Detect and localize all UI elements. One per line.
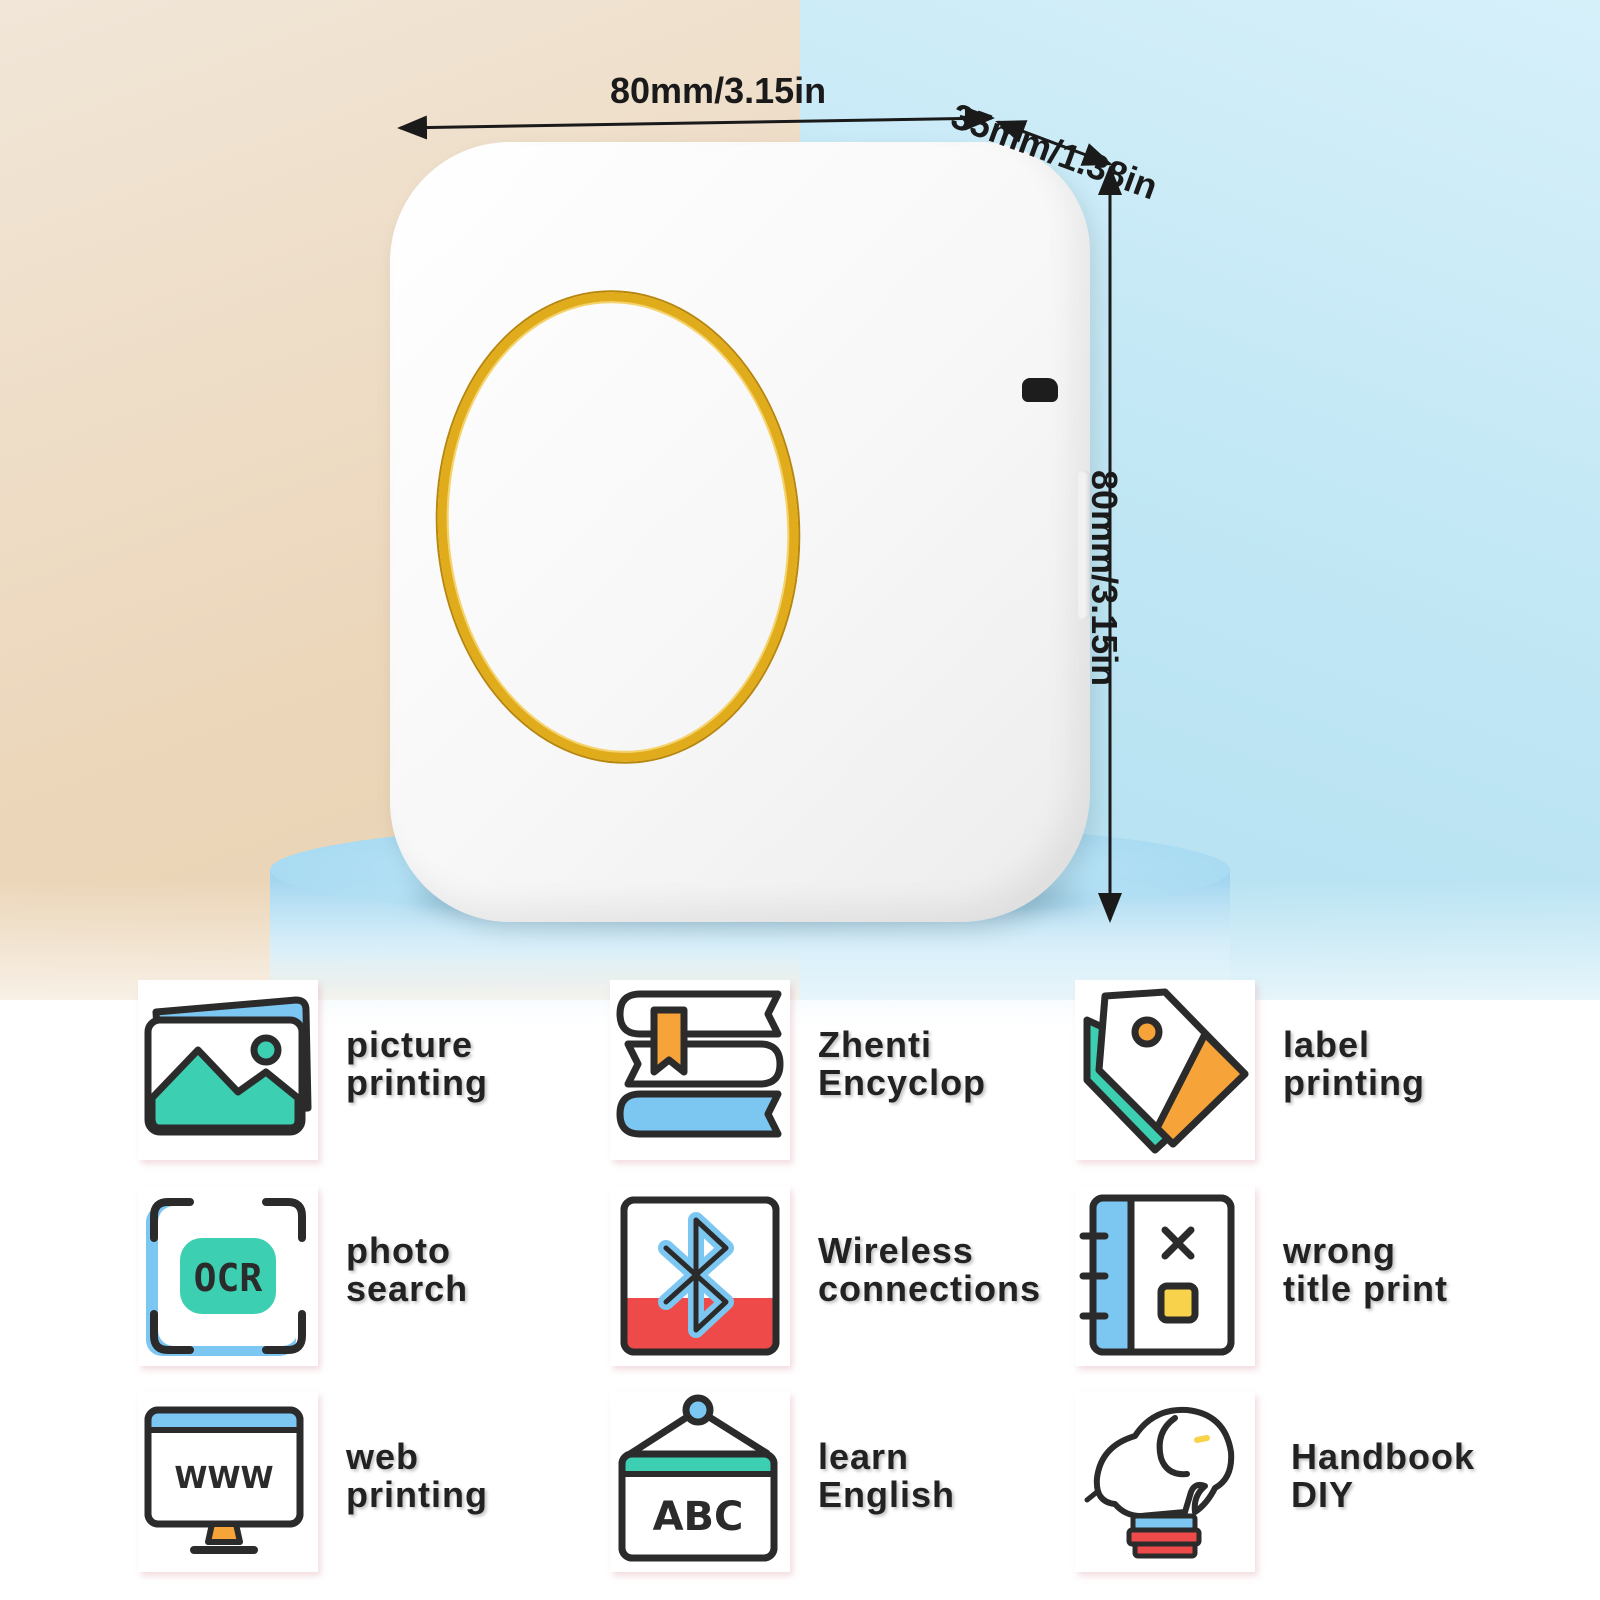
feature-tile: [138, 980, 318, 1160]
feature-photo-search: OCR photo search: [138, 1186, 598, 1368]
feature-label: Wireless connections: [818, 1230, 1042, 1309]
feature-label: label printing: [1283, 1024, 1425, 1103]
notebook-icon: [1079, 1194, 1235, 1356]
width-label: 80mm/3.15in: [610, 70, 827, 111]
height-label: 80mm/3.15in: [1084, 470, 1125, 687]
printer-side-edge: [1078, 470, 1090, 620]
picture-icon: [144, 996, 312, 1136]
feature-label-printing: label printing: [1075, 980, 1535, 1162]
sign-icon: ABC: [618, 1394, 778, 1562]
feature-label: web printing: [346, 1436, 488, 1515]
feature-label: Zhenti Encyclop: [818, 1024, 987, 1103]
feature-zhenti-encyclop: Zhenti Encyclop: [610, 980, 1070, 1162]
power-button: [1022, 378, 1058, 402]
feature-tile: ABC: [610, 1392, 790, 1572]
feature-tile: [1075, 1186, 1255, 1366]
ocr-icon-text: OCR: [194, 1256, 263, 1300]
feature-tile: [610, 980, 790, 1160]
feature-handbook-diy: Handbook DIY: [1075, 1392, 1535, 1574]
bluetooth-icon: [620, 1196, 780, 1356]
feature-tile: OCR: [138, 1186, 318, 1366]
monitor-icon: WWW: [144, 1406, 304, 1554]
feature-tile: WWW: [138, 1392, 318, 1572]
printer-body: [390, 142, 1090, 922]
dimension-lines: [397, 106, 1122, 923]
feature-learn-english: ABC learn English: [610, 1392, 1070, 1574]
feature-wireless-connections: Wireless connections: [610, 1186, 1070, 1368]
feature-label: Handbook DIY: [1291, 1436, 1475, 1515]
elephant-icon: [1084, 1406, 1235, 1559]
feature-label: picture printing: [346, 1024, 488, 1103]
ocr-icon: OCR: [146, 1198, 306, 1356]
www-icon-text: WWW: [174, 1461, 273, 1496]
width-arrow: [397, 106, 995, 140]
tag-icon: [1083, 988, 1249, 1154]
books-icon: [616, 990, 784, 1138]
depth-arrow: [995, 120, 1113, 166]
feature-wrong-title-print: wrong title print: [1075, 1186, 1535, 1368]
feature-label: learn English: [818, 1436, 956, 1515]
feature-label: wrong title print: [1283, 1230, 1448, 1309]
feature-label: photo search: [346, 1230, 469, 1309]
feature-tile: [610, 1186, 790, 1366]
feature-web-printing: WWW web printing: [138, 1392, 598, 1574]
feature-tile: [1075, 980, 1255, 1160]
feature-picture-printing: picture printing: [138, 980, 598, 1162]
abc-icon-text: ABC: [653, 1494, 744, 1540]
feature-tile: [1075, 1392, 1255, 1572]
